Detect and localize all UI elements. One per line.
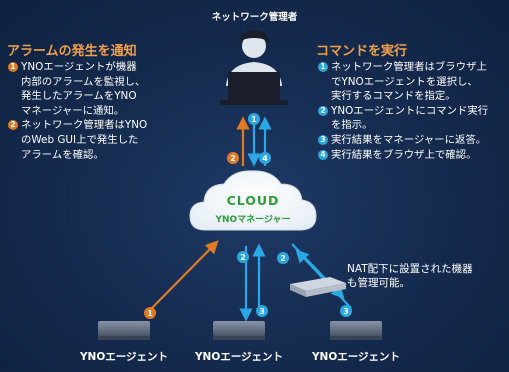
badge-agent2-up-text: 3 [259,307,265,316]
right-step-3-number: 3 [318,134,328,145]
right-step-3: 3 実行結果をマネージャーに返答。 [318,133,509,148]
badge-agent2-down-text: 2 [240,253,246,262]
badge-admin-up-text: 1 [251,115,257,124]
left-step-1-number: 1 [8,62,18,72]
badge-agent3-down: 2 [277,252,289,264]
left-step-1: 1 YNOエージェントが機器 内部のアラームを監視し、 発生したアラームをYNO… [8,60,193,118]
right-step-1-text: ネットワーク管理者はブラウザ上 でYNOエージェントを選択し、 実行するコマンド… [331,61,487,103]
badge-agent2-down: 2 [237,251,249,263]
right-step-3-text: 実行結果をマネージャーに返答。 [331,133,487,146]
badge-admin-up: 1 [248,113,260,125]
agent-label-2: YNOエージェント [194,351,284,363]
right-step-2-text: YNOエージェントにコマンド実行 を指示。 [331,104,489,132]
arrow-badges: 2 1 4 1 2 3 2 3 [144,113,352,319]
left-step-1-text: YNOエージェントが機器 内部のアラームを監視し、 発生したアラームをYNO マ… [21,61,146,117]
badge-admin-left: 2 [227,152,239,164]
left-panel-heading: アラームの発生を通知 [7,44,137,59]
right-step-1-number: 1 [318,62,328,72]
left-step-2-text: ネットワーク管理者はYNO のWeb GUI上で発生した アラームを確認。 [21,119,148,161]
badge-agent3-up: 3 [340,305,352,317]
cloud-sublabel: YNOマネージャー [215,215,291,225]
right-step-2: 2 YNOエージェントにコマンド実行 を指示。 [318,104,509,133]
right-step-4-number: 4 [318,149,328,160]
cloud-shape [189,170,317,231]
badge-admin-right-text: 4 [262,154,268,163]
agent-device-2 [213,321,265,340]
badge-agent1: 1 [144,307,156,319]
right-panel-steps: 1 ネットワーク管理者はブラウザ上 でYNOエージェントを選択し、 実行するコマ… [318,60,509,162]
right-step-4: 4 実行結果をブラウザ上で確認。 [318,148,509,163]
right-step-4-text: 実行結果をブラウザ上で確認。 [331,148,477,161]
badge-agent2-up: 3 [256,305,268,317]
right-step-1: 1 ネットワーク管理者はブラウザ上 でYNOエージェントを選択し、 実行するコマ… [318,60,509,104]
badge-admin-right: 4 [259,152,271,164]
left-step-2-number: 2 [8,120,18,131]
cloud-label: CLOUD [226,193,280,208]
agent-label-3: YNOエージェント [311,351,401,363]
agent-device-1 [98,321,150,340]
badge-agent1-text: 1 [147,309,153,318]
page-title: ネットワーク管理者 [211,12,298,23]
agent-label-1: YNOエージェント [79,351,169,363]
left-panel-steps: 1 YNOエージェントが機器 内部のアラームを監視し、 発生したアラームをYNO… [8,60,193,162]
badge-agent3-up-text: 3 [343,307,349,316]
right-step-2-number: 2 [318,105,328,116]
nat-router-icon [290,277,346,297]
badge-admin-left-text: 2 [230,154,236,163]
left-step-2: 2 ネットワーク管理者はYNO のWeb GUI上で発生した アラームを確認。 [8,118,193,162]
nat-note: NAT配下に設置された機器 も管理可能。 [347,263,473,289]
administrator-icon [220,30,288,105]
badge-agent3-down-text: 2 [280,254,286,263]
agent-device-3 [330,321,382,340]
right-panel-heading: コマンドを実行 [316,44,408,59]
